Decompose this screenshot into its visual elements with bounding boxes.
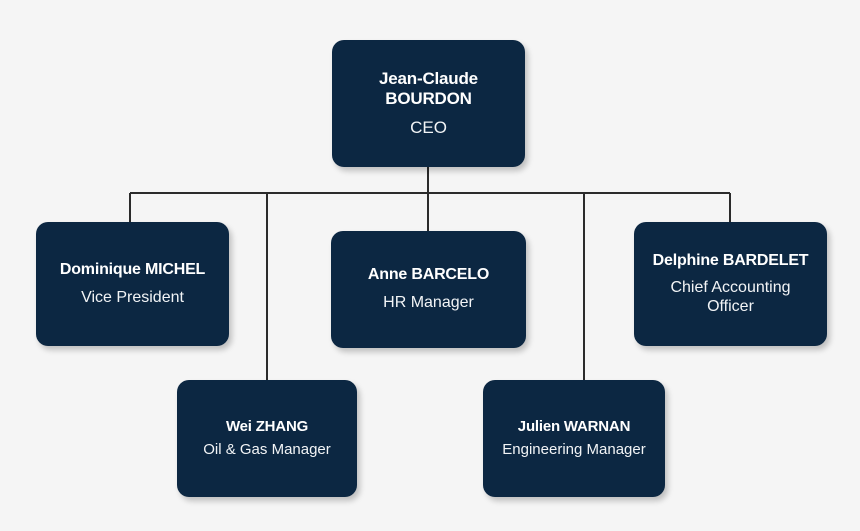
org-node-chief-accounting-officer[interactable]: Delphine BARDELET Chief Accounting Offic…	[634, 222, 827, 346]
org-node-ceo[interactable]: Jean-Claude BOURDON CEO	[332, 40, 525, 167]
org-node-chief-accounting-officer-name: Delphine BARDELET	[652, 251, 809, 269]
org-node-oil-gas-manager-title: Oil & Gas Manager	[203, 441, 331, 459]
org-node-oil-gas-manager[interactable]: Wei ZHANG Oil & Gas Manager	[177, 380, 357, 497]
org-node-ceo-title: CEO	[410, 117, 447, 137]
org-node-vice-president-name: Dominique MICHEL	[59, 260, 206, 278]
org-node-ceo-name: Jean-Claude BOURDON	[379, 68, 478, 108]
org-node-oil-gas-manager-name: Wei ZHANG	[225, 417, 309, 435]
org-node-hr-manager-name: Anne BARCELO	[367, 266, 490, 284]
org-node-vice-president-title: Vice President	[81, 288, 184, 306]
org-node-engineering-manager[interactable]: Julien WARNAN Engineering Manager	[483, 380, 665, 497]
org-node-chief-accounting-officer-title: Chief Accounting Officer	[670, 278, 791, 315]
org-node-hr-manager[interactable]: Anne BARCELO HR Manager	[331, 231, 526, 348]
org-node-hr-manager-title: HR Manager	[383, 294, 474, 312]
org-node-engineering-manager-title: Engineering Manager	[502, 441, 646, 459]
org-node-vice-president[interactable]: Dominique MICHEL Vice President	[36, 222, 229, 346]
org-node-engineering-manager-name: Julien WARNAN	[517, 417, 631, 435]
